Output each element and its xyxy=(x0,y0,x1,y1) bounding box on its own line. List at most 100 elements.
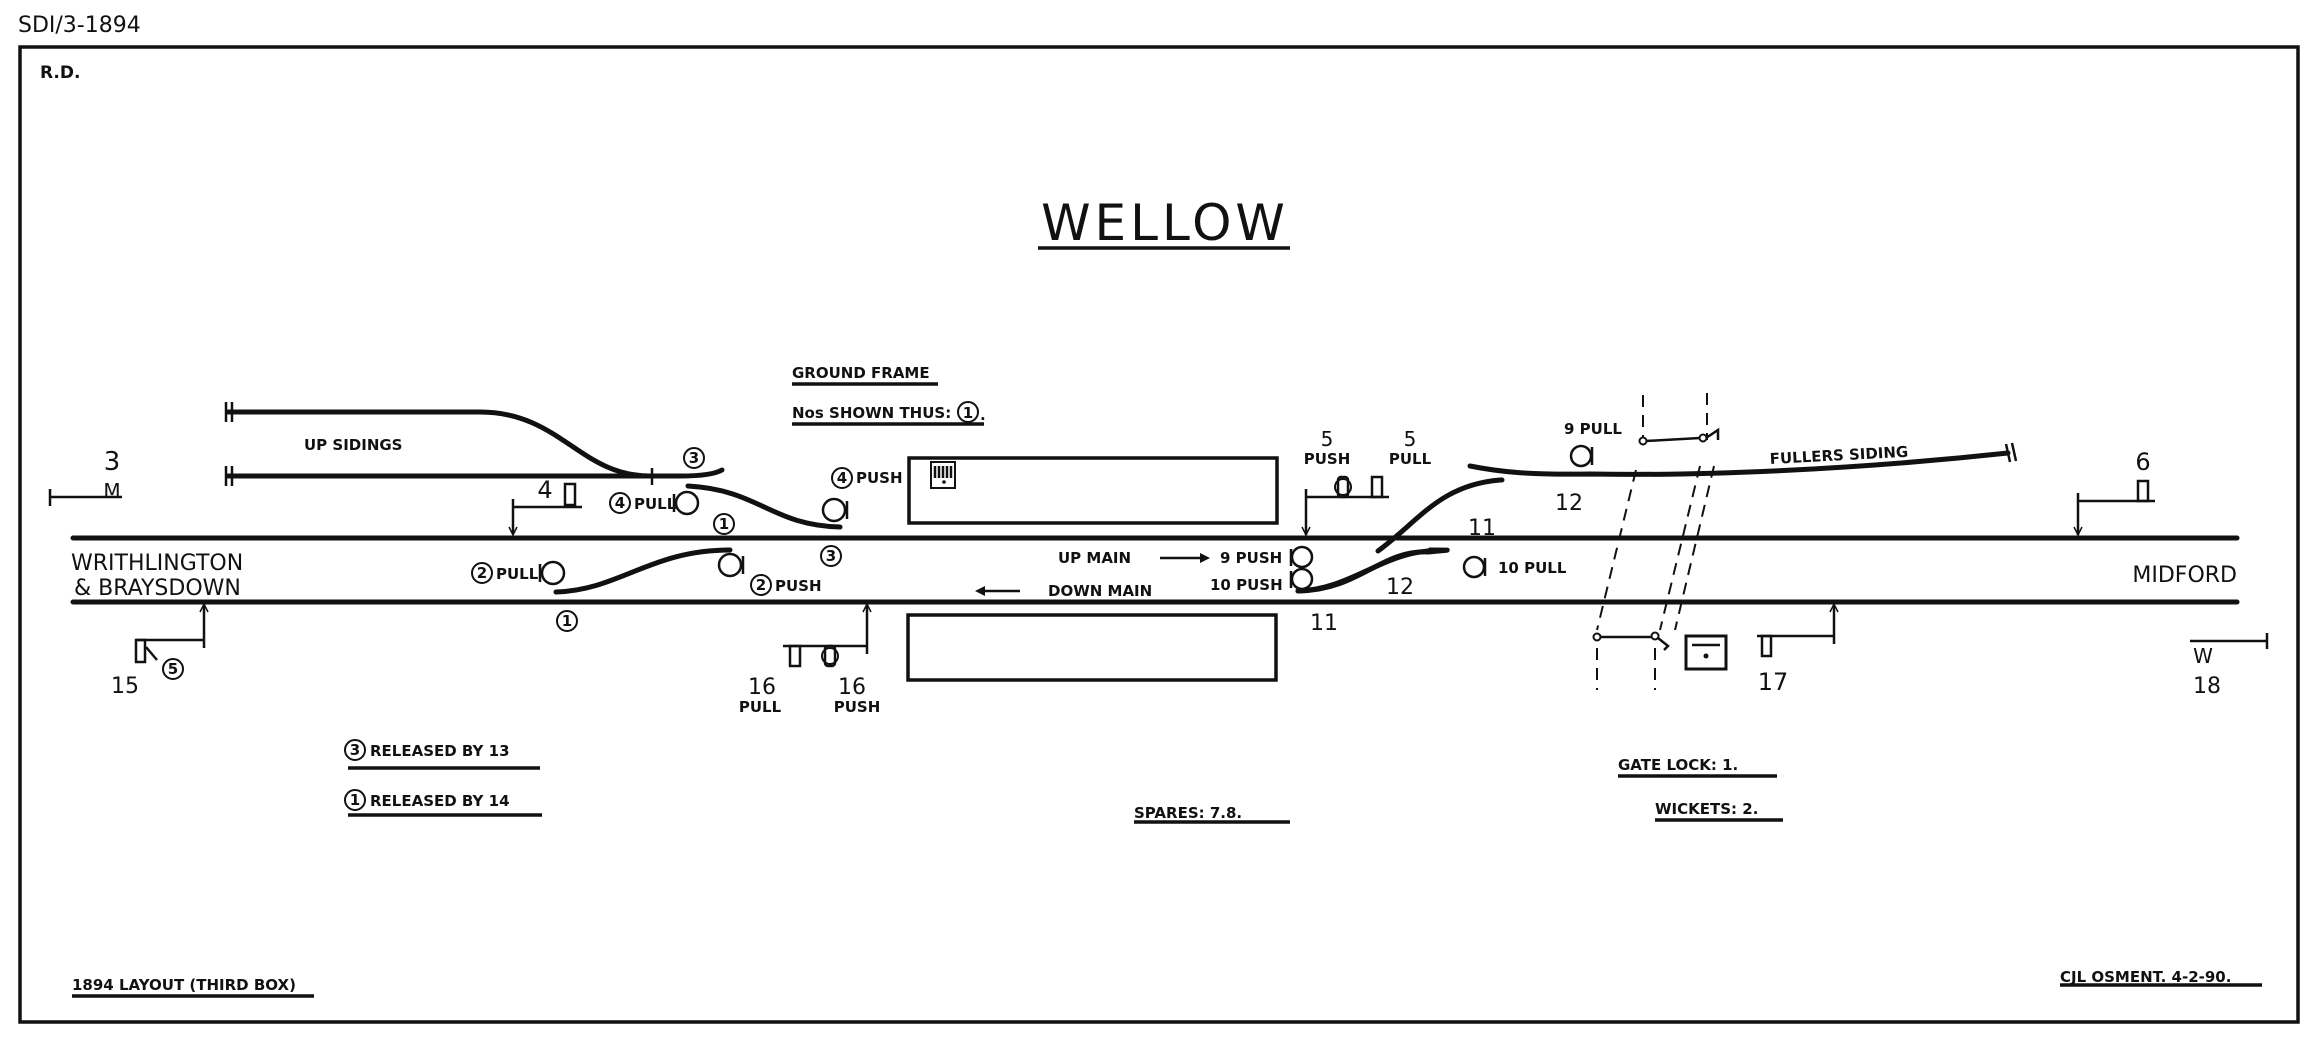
svg-text:1: 1 xyxy=(719,515,729,533)
disc-10-pull-label: 10 PULL xyxy=(1498,559,1567,577)
ground-disc-icon xyxy=(821,497,847,523)
svg-text:3: 3 xyxy=(826,547,836,565)
svg-text:17: 17 xyxy=(1758,668,1789,696)
svg-text:RELEASED BY 13: RELEASED BY 13 xyxy=(370,742,510,760)
wickets-note: WICKETS: 2. xyxy=(1655,800,1758,818)
buffer-stop-icon xyxy=(2004,442,2018,463)
layout-note: 1894 LAYOUT (THIRD BOX) xyxy=(72,976,296,994)
svg-text:PULL: PULL xyxy=(634,495,677,513)
disc-10-pull xyxy=(1462,555,1487,579)
page-title: WELLOW xyxy=(1041,194,1289,252)
svg-text:PUSH: PUSH xyxy=(856,469,903,487)
svg-text:RELEASED BY 14: RELEASED BY 14 xyxy=(370,792,510,810)
up-sidings-label: UP SIDINGS xyxy=(304,436,402,454)
up-siding-2 xyxy=(225,467,725,479)
gf-example-number: 1 xyxy=(963,404,973,422)
signal-4: 4 xyxy=(508,476,582,537)
gf-crossover-lower xyxy=(553,547,733,595)
ground-disc-icon xyxy=(540,560,566,586)
disc-2-push: 2 PUSH xyxy=(717,552,822,596)
svg-text:3: 3 xyxy=(350,741,360,759)
location-right: MIDFORD xyxy=(2132,563,2237,588)
signal-3: 3 M xyxy=(48,447,122,506)
svg-text:4: 4 xyxy=(615,494,625,512)
svg-text:3: 3 xyxy=(689,449,699,467)
svg-text:5: 5 xyxy=(1321,427,1334,451)
location-left-line1: WRITHLINGTON xyxy=(71,551,243,576)
up-siding-1 xyxy=(225,409,653,479)
point-11-top: 11 xyxy=(1468,516,1496,541)
svg-text:4: 4 xyxy=(837,469,847,487)
svg-text:PUSH: PUSH xyxy=(1304,450,1351,468)
spares-note: SPARES: 7.8. xyxy=(1134,804,1242,822)
svg-text:W: W xyxy=(2193,644,2213,668)
disc-10-push-label: 10 PUSH xyxy=(1210,576,1283,594)
point-1-mid: 1 xyxy=(713,513,735,535)
gf-example-suffix: . xyxy=(980,406,986,424)
svg-text:6: 6 xyxy=(2135,448,2150,476)
credit-note: CJL OSMENT. 4-2-90. xyxy=(2060,968,2231,986)
up-platform xyxy=(907,456,1279,525)
drawing-border xyxy=(18,45,2300,1024)
disc-4-pull: 4 PULL xyxy=(609,490,700,516)
svg-text:18: 18 xyxy=(2193,674,2221,699)
release-note-3: 3 RELEASED BY 13 xyxy=(344,739,540,770)
disc-9-pull-label: 9 PULL xyxy=(1564,420,1622,438)
gate-lock-note: GATE LOCK: 1. xyxy=(1618,756,1738,774)
svg-text:M: M xyxy=(103,479,120,503)
disc-4-push: 4 PUSH xyxy=(821,467,903,523)
up-main-label: UP MAIN xyxy=(1058,549,1131,567)
ground-frame-heading: GROUND FRAME xyxy=(792,364,930,382)
svg-text:4: 4 xyxy=(537,476,552,504)
svg-text:1: 1 xyxy=(562,612,572,630)
signal-box-icon xyxy=(930,461,956,489)
drawing-reference: SDI/3-1894 xyxy=(18,13,141,38)
crossover-11-upper xyxy=(1375,477,1505,554)
svg-text:2: 2 xyxy=(756,576,766,594)
svg-text:5: 5 xyxy=(1404,427,1417,451)
signal-17: 17 xyxy=(1757,602,1839,696)
fullers-siding-track xyxy=(1467,450,2011,477)
arrow-right-icon xyxy=(1160,553,1210,563)
svg-text:16: 16 xyxy=(838,675,866,700)
signal-15: 15 5 xyxy=(111,602,209,699)
svg-text:PUSH: PUSH xyxy=(834,698,881,716)
signal-5: 5 PUSH 5 PULL xyxy=(1301,427,1432,537)
svg-text:16: 16 xyxy=(748,675,776,700)
signal-6: 6 xyxy=(2073,448,2155,537)
buffer-stop-icon xyxy=(224,402,234,422)
svg-text:1: 1 xyxy=(350,791,360,809)
location-left-line2: & BRAYSDOWN xyxy=(74,576,241,601)
svg-text:PULL: PULL xyxy=(739,698,782,716)
point-11-bot: 11 xyxy=(1310,611,1338,636)
ground-disc-icon xyxy=(674,490,700,516)
arrow-left-icon xyxy=(975,586,1020,596)
level-crossing xyxy=(1592,393,1720,690)
gf-crossover-upper xyxy=(685,483,843,530)
ground-disc-icon xyxy=(717,552,743,578)
point-3-top: 3 xyxy=(683,447,705,469)
point-1-bot: 1 xyxy=(556,610,578,632)
gate-lock-box-icon xyxy=(1684,634,1728,671)
ground-disc-icon xyxy=(1289,545,1314,591)
initials: R.D. xyxy=(40,63,80,83)
svg-text:2: 2 xyxy=(477,564,487,582)
svg-text:5: 5 xyxy=(168,660,178,678)
disc-9-pull xyxy=(1569,444,1594,468)
gf-circle-icon xyxy=(957,401,979,423)
svg-text:15: 15 xyxy=(111,674,139,699)
svg-text:3: 3 xyxy=(104,447,121,477)
disc-2-pull: 2 PULL xyxy=(471,560,566,586)
buffer-stop-icon xyxy=(224,466,234,486)
release-note-1: 1 RELEASED BY 14 xyxy=(344,789,542,817)
crossover-12-lower-b xyxy=(1295,548,1431,594)
point-12-top: 12 xyxy=(1555,491,1583,516)
ground-frame-nos-label: Nos SHOWN THUS: xyxy=(792,404,951,422)
down-platform xyxy=(906,613,1278,682)
disc-9-push-label: 9 PUSH xyxy=(1220,549,1282,567)
point-3-mid: 3 xyxy=(820,545,842,567)
svg-text:PUSH: PUSH xyxy=(775,577,822,595)
signal-16: 16 PULL 16 PUSH xyxy=(739,602,881,716)
svg-text:PULL: PULL xyxy=(496,565,539,583)
